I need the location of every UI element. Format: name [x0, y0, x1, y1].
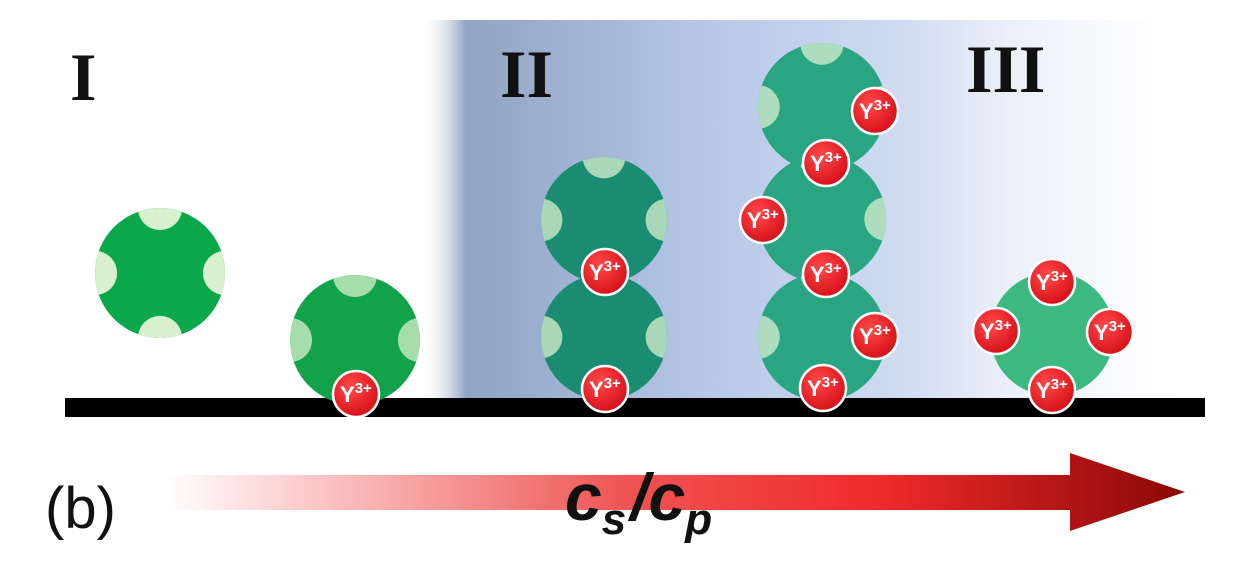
particle-free	[95, 208, 225, 338]
yttrium-ion: Y3+	[1027, 365, 1077, 415]
surface-patch	[202, 250, 225, 296]
surface-patch	[758, 85, 780, 129]
yttrium-ion: Y3+	[1027, 257, 1077, 307]
surface-patch	[645, 315, 667, 359]
regime-label-II: II	[500, 36, 553, 112]
particle-coated	[990, 272, 1114, 396]
ion-charge: 3+	[825, 149, 842, 166]
surface-patch	[800, 43, 844, 65]
ion-charge: 3+	[604, 258, 621, 275]
axis-var-1: c	[565, 460, 602, 534]
regime-label-III: III	[966, 31, 1045, 107]
yttrium-ion: Y3+	[971, 306, 1021, 356]
ion-charge: 3+	[995, 317, 1012, 334]
axis-var-2: c	[649, 460, 686, 534]
panel-label: (b)	[45, 476, 116, 541]
ion-charge: 3+	[874, 322, 891, 339]
surface-patch	[290, 317, 313, 363]
surface-patch	[758, 315, 780, 359]
yttrium-ion: Y3+	[580, 247, 630, 297]
ion-charge: 3+	[874, 97, 891, 114]
surface-patch	[864, 197, 886, 241]
yttrium-ion: Y3+	[850, 311, 900, 361]
surface-patch	[332, 275, 378, 298]
yttrium-ion: Y3+	[1085, 307, 1135, 357]
ion-charge: 3+	[1109, 318, 1126, 335]
surface-patch	[541, 198, 563, 242]
surface-patch	[137, 315, 183, 338]
yttrium-ion: Y3+	[801, 138, 851, 188]
ion-charge: 3+	[825, 260, 842, 277]
surface-patch	[582, 157, 626, 179]
surface-patch	[645, 198, 667, 242]
yttrium-ion: Y3+	[580, 364, 630, 414]
surface-patch	[137, 208, 183, 231]
axis-sub-2: p	[684, 495, 712, 544]
axis-label: cs/cp	[565, 460, 712, 544]
surface-patch	[397, 317, 420, 363]
axis-sub-1: s	[602, 495, 626, 544]
yttrium-ion: Y3+	[850, 86, 900, 136]
yttrium-ion: Y3+	[798, 363, 848, 413]
ion-charge: 3+	[822, 374, 839, 391]
ion-charge: 3+	[762, 206, 779, 223]
yttrium-ion: Y3+	[738, 195, 788, 245]
regime-label-I: I	[70, 39, 96, 115]
surface-patch	[95, 250, 118, 296]
ion-charge: 3+	[1051, 268, 1068, 285]
ion-charge: 3+	[355, 380, 372, 397]
ion-charge: 3+	[604, 375, 621, 392]
yttrium-ion: Y3+	[331, 369, 381, 419]
surface-patch	[541, 315, 563, 359]
ion-charge: 3+	[1051, 376, 1068, 393]
concentration-arrow	[165, 453, 1185, 531]
ion-layer: Y3+Y3+Y3+Y3+Y3+Y3+Y3+Y3+Y3+Y3+Y3+Y3+Y3+	[331, 86, 1135, 419]
yttrium-ion: Y3+	[801, 249, 851, 299]
